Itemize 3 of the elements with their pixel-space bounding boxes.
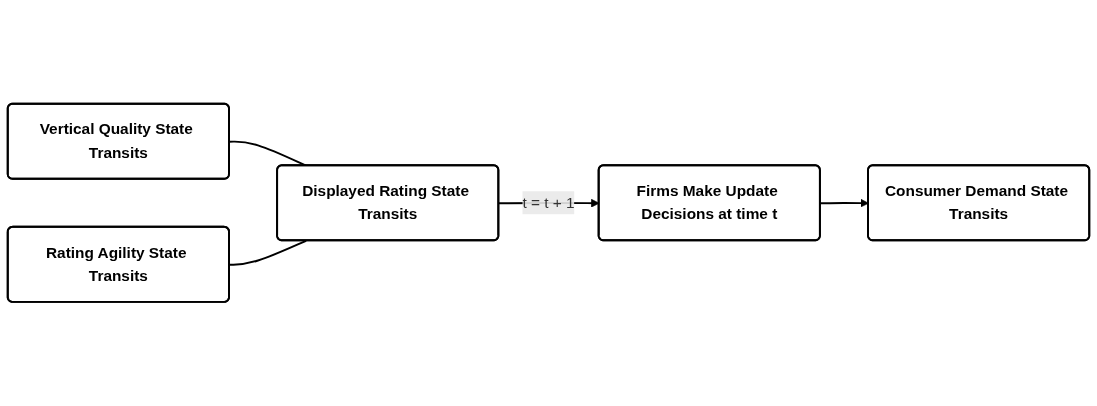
connector (228, 240, 308, 266)
arrow (819, 199, 869, 208)
edge-label: t = t + 1 (522, 194, 575, 211)
